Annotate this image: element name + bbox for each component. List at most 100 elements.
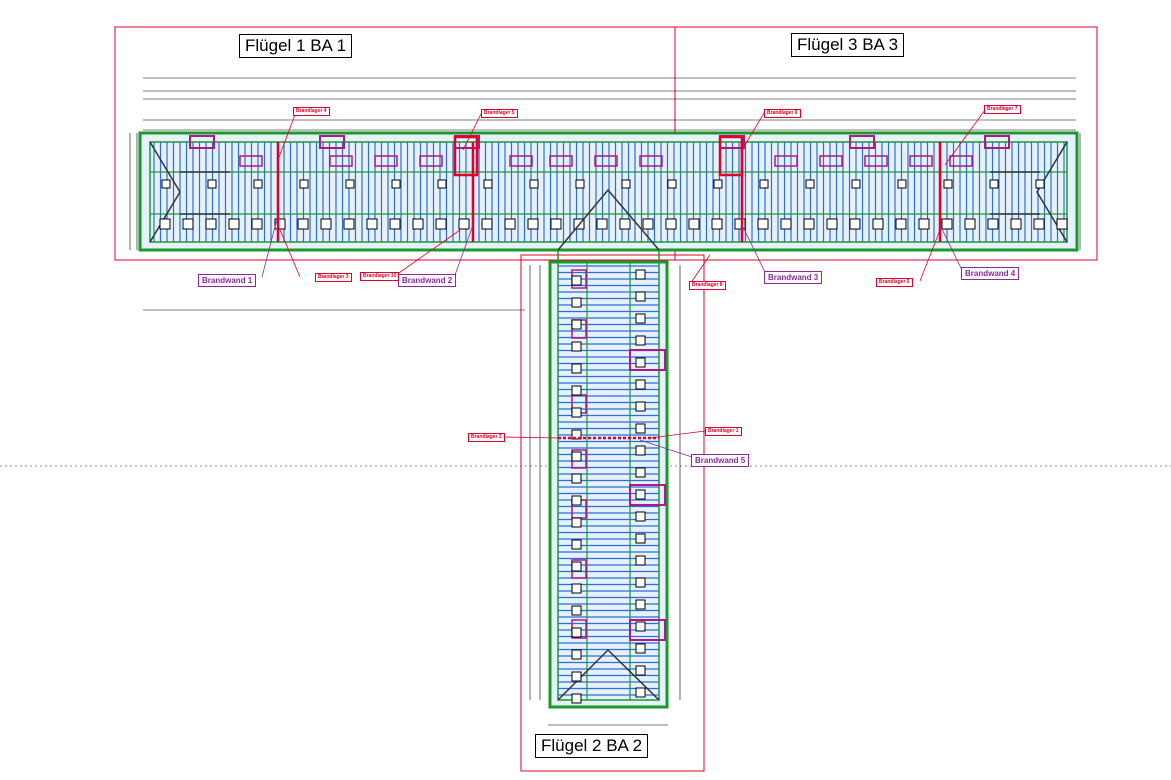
dormer-symbol [329,155,353,167]
roof-window-symbol [665,218,677,230]
roof-window-symbol [571,275,582,286]
roof-window-symbol [713,179,723,189]
roof-window-symbol [987,218,999,230]
roof-window-symbol [635,533,646,544]
roof-window-symbol [619,218,631,230]
sheet-label-wing2: Flügel 2 BA 2 [535,734,649,758]
roof-window-symbol [711,218,723,230]
wing-vertical [548,188,669,709]
roof-window-symbol [571,605,582,616]
dormer-symbol [509,155,533,167]
roof-window-symbol [458,218,470,230]
roof-window-symbol [571,319,582,330]
roof-window-symbol [571,407,582,418]
fire-floor-label-5: Brandlager 5 [481,109,518,118]
dormer-symbol [189,135,215,149]
roof-window-symbol [635,401,646,412]
fire-floor-label-7: Brandlager 7 [984,105,1021,114]
roof-window-symbol [635,599,646,610]
roof-window-symbol [635,357,646,368]
roof-window-symbol [527,218,539,230]
roof-window-symbol [635,621,646,632]
fire-floor-label-6: Brandlager 6 [764,109,801,118]
roof-window-symbol [182,218,194,230]
roof-window-symbol [571,451,582,462]
roof-window-symbol [228,218,240,230]
roof-window-symbol [895,218,907,230]
roof-window-symbol [299,179,309,189]
roof-window-symbol [1010,218,1022,230]
roof-window-symbol [1056,218,1068,230]
dormer-symbol [849,135,875,149]
roof-window-symbol [635,555,646,566]
roof-window-symbol [205,218,217,230]
fire-wall-label-4: Brandwand 4 [961,267,1020,280]
roof-window-symbol [571,693,582,704]
roof-window-symbol [571,341,582,352]
fire-floor-label-2: Brandlager 2 [468,433,505,442]
roof-window-symbol [989,179,999,189]
dormer-symbol [629,619,666,641]
wing-horizontal [138,131,1079,252]
sheet-label-wing3: Flügel 3 BA 3 [791,33,905,57]
roof-window-symbol [635,489,646,500]
roof-window-symbol [571,495,582,506]
roof-window-symbol [571,583,582,594]
roof-window-symbol [366,218,378,230]
roof-window-symbol [918,218,930,230]
roof-window-symbol [571,385,582,396]
fire-floor-label-1: Brandlager 1 [705,427,742,436]
dormer-symbol [819,155,843,167]
roof-window-symbol [635,577,646,588]
roof-window-symbol [161,179,171,189]
roof-window-symbol [571,297,582,308]
dormer-symbol [374,155,398,167]
roof-window-symbol [897,179,907,189]
dormer-symbol [549,155,573,167]
roof-window-symbol [345,179,355,189]
roof-window-symbol [481,218,493,230]
roof-window-symbol [571,627,582,638]
sheet-label-wing1: Flügel 1 BA 1 [239,34,353,58]
fire-wall-label-3: Brandwand 3 [764,271,823,284]
fire-floor-label-8: Brandlager 8 [689,281,726,290]
roof-window-symbol [635,687,646,698]
dormer-symbol [319,135,345,149]
roof-window-symbol [635,313,646,324]
dormer-symbol [984,135,1010,149]
roof-window-symbol [571,363,582,374]
fire-floor-label-5b: Brandlager 5 [876,278,913,287]
roof-window-symbol [635,467,646,478]
roof-window-symbol [571,429,582,440]
roof-window-symbol [571,473,582,484]
roof-window-symbol [571,561,582,572]
roof-window-symbol [207,179,217,189]
roof-window-symbol [803,218,815,230]
roof-window-symbol [320,218,332,230]
fire-floor-label-3: Brandlager 3 [315,273,352,282]
roof-window-symbol [412,218,424,230]
roof-window-symbol [642,218,654,230]
fire-floor-label-4: Brandlager 4 [293,107,330,116]
dormer-symbol [239,155,263,167]
roof-window-symbol [550,218,562,230]
dormer-symbol [909,155,933,167]
dormer-symbol [419,155,443,167]
roof-window-symbol [667,179,677,189]
roof-window-symbol [1033,218,1045,230]
roof-window-symbol [635,511,646,522]
roof-window-symbol [688,218,700,230]
roof-window-symbol [635,423,646,434]
roof-window-symbol [635,291,646,302]
label-leaders [261,109,986,458]
roof-window-symbol [596,218,608,230]
roof-window-symbol [964,218,976,230]
roof-window-symbol [635,445,646,456]
dormer-symbol [774,155,798,167]
roof-window-symbol [504,218,516,230]
roof-window-symbol [757,218,769,230]
fire-wall-label-2: Brandwand 2 [398,274,457,287]
dormer-symbol [949,155,973,167]
roof-window-symbol [253,179,263,189]
roof-window-symbol [635,335,646,346]
